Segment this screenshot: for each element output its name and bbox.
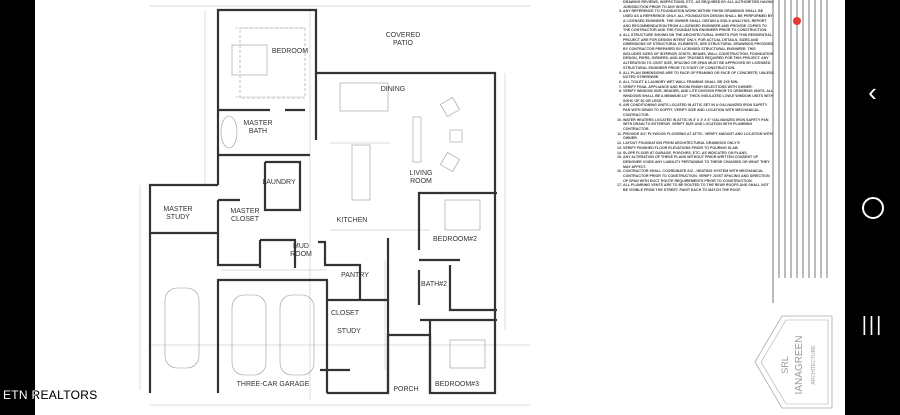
note-item: VERIFY FINAL APPLIANCE AND ROOM FINISH S… bbox=[623, 85, 774, 90]
room-label-covered-patio: COVERED bbox=[386, 32, 421, 39]
room-label-bath-2: BATH#2 bbox=[421, 281, 447, 288]
room-label-master-closet: MASTER bbox=[230, 208, 259, 215]
note-item: ANY REFERENCE TO FOUNDATION WORK WITHIN … bbox=[623, 9, 774, 33]
room-label-bedroom: BEDROOM bbox=[272, 48, 308, 55]
room-label-pantry: PANTRY bbox=[341, 272, 369, 279]
room-label-dining: DINING bbox=[381, 86, 406, 93]
armchair bbox=[440, 97, 460, 117]
note-item: VERIFY FINISHED FLOOR ELEVATIONS PRIOR T… bbox=[623, 146, 774, 151]
svg-text:ARCHITECTURE: ARCHITECTURE bbox=[811, 345, 817, 385]
room-label-closet: CLOSET bbox=[331, 310, 360, 317]
note-item: SLOPE FLOOR AT GARAGE, PORCHES, ETC. AS … bbox=[623, 151, 774, 156]
bed bbox=[231, 44, 268, 76]
left-black-margin bbox=[0, 0, 35, 415]
svg-text:SRL: SRL bbox=[780, 356, 790, 374]
note-item: AIR CONDITIONING UNITS LOCATED IN ATTIC … bbox=[623, 103, 774, 117]
note-item: CONTRACTOR SHALL COORDINATE A/C - HEATIN… bbox=[623, 169, 774, 183]
home-circle-icon[interactable] bbox=[845, 188, 900, 228]
dining-table bbox=[339, 82, 389, 112]
room-label-mud-room-2: ROOM bbox=[290, 251, 312, 258]
svg-text:IANAGREEN: IANAGREEN bbox=[794, 336, 805, 395]
fixtures bbox=[164, 27, 486, 376]
bed3 bbox=[449, 339, 486, 369]
room-label-covered-patio-2: PATIO bbox=[393, 40, 414, 47]
note-item: ALL STRUCTURE SHOWN ON THE ARCHITECTURAL… bbox=[623, 33, 774, 71]
room-label-study: STUDY bbox=[337, 328, 361, 335]
bed-rug bbox=[239, 27, 306, 99]
realtor-watermark: ETN REALTORS bbox=[3, 388, 98, 402]
room-label-bedroom-3: BEDROOM#3 bbox=[435, 381, 479, 388]
dimension-lines bbox=[139, 5, 530, 406]
room-label-living: LIVING bbox=[410, 170, 433, 177]
note-item: LAYOUT FOUNDATION FROM ARCHITECTURAL DRA… bbox=[623, 141, 774, 146]
recording-indicator bbox=[793, 17, 801, 25]
room-label-master-closet-2: CLOSET bbox=[231, 216, 260, 223]
general-notes: DRAWING REVIEWS, INSPECTIONS, ETC. AS RE… bbox=[614, 0, 774, 193]
room-label-living-2: ROOM bbox=[410, 178, 432, 185]
note-item: ALL PLAN DIMENSIONS ARE TO FACE OF FRAMI… bbox=[623, 71, 774, 80]
note-item: ANY ALTERATION OF THESE PLANS WITHOUT PR… bbox=[623, 155, 774, 169]
note-item: VERIFY WINDOW SIZE, HEADER, AND LITE DIV… bbox=[623, 89, 774, 103]
armchair bbox=[440, 152, 460, 172]
sofa bbox=[412, 116, 422, 163]
android-nav-bar: ‹ ||| bbox=[845, 0, 900, 415]
walls bbox=[148, 8, 497, 395]
car-icon bbox=[279, 294, 315, 376]
car-icon bbox=[231, 294, 267, 376]
room-label-porch: PORCH bbox=[393, 386, 418, 393]
recents-bars-icon[interactable]: ||| bbox=[861, 313, 884, 336]
note-item: WATER HEATERS LOCATED IN ATTIC IN 3' X 3… bbox=[623, 118, 774, 132]
room-label-master-study-2: STUDY bbox=[166, 214, 190, 221]
room-label-master-study: MASTER bbox=[163, 206, 192, 213]
note-item: ALL TOILET & LAUNDRY WET WALL FRAMING SH… bbox=[623, 80, 774, 85]
bed2 bbox=[444, 199, 481, 231]
note-item: ALL PLUMBING VENTS ARE TO BE ROUTED TO T… bbox=[623, 183, 774, 192]
bathtub bbox=[220, 115, 238, 149]
room-label-mud-room: MUD bbox=[293, 243, 309, 250]
car-icon bbox=[164, 287, 200, 369]
notes-header: DRAWING REVIEWS, INSPECTIONS, ETC. AS RE… bbox=[623, 0, 774, 9]
title-block-lines bbox=[772, 0, 828, 303]
ottoman bbox=[449, 129, 463, 143]
room-label-laundry: LAUNDRY bbox=[262, 179, 296, 186]
room-labels: COVERED PATIO BEDROOM DINING MASTER BATH… bbox=[163, 32, 479, 393]
room-label-master-bath: MASTER bbox=[243, 120, 272, 127]
room-label-kitchen: KITCHEN bbox=[337, 217, 368, 224]
room-label-master-bath-2: BATH bbox=[249, 128, 267, 135]
architect-logo: SRL IANAGREEN ARCHITECTURE bbox=[754, 315, 833, 409]
room-label-bedroom-2: BEDROOM#2 bbox=[433, 236, 477, 243]
back-chevron-icon[interactable]: ‹ bbox=[868, 76, 877, 107]
room-label-garage: THREE-CAR GARAGE bbox=[237, 381, 310, 388]
note-item: PROVIDE 3/4" PLYWOOD FLOORING AT ATTIC. … bbox=[623, 132, 774, 141]
kitchen-island bbox=[351, 144, 371, 201]
